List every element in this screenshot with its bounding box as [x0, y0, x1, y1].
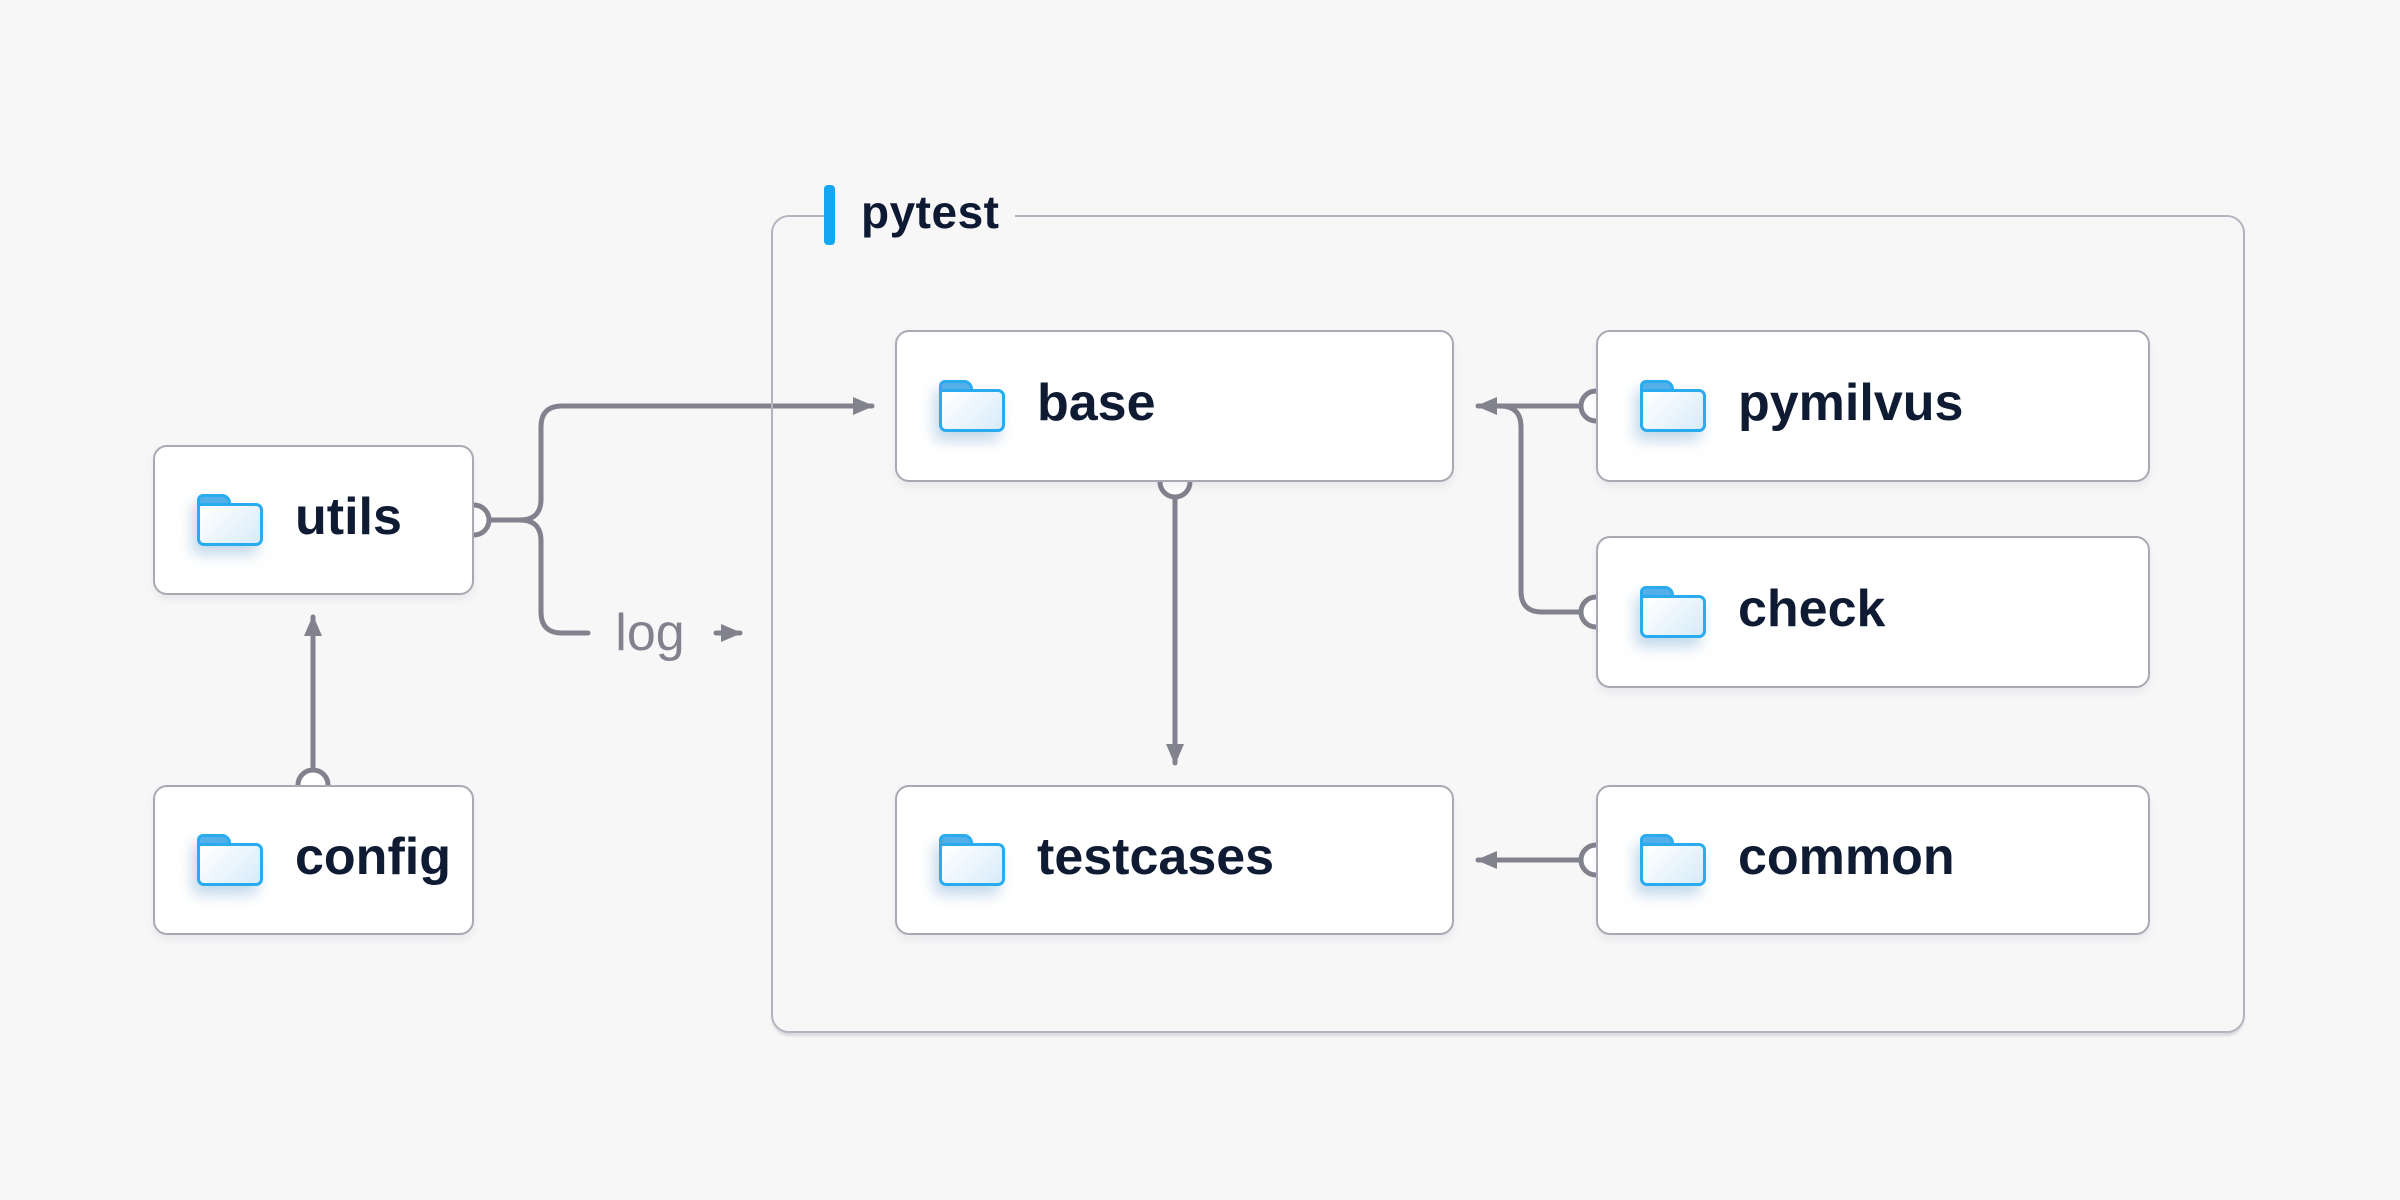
folder-icon — [939, 380, 1005, 432]
node-config: config — [153, 785, 474, 935]
pytest-group-label: pytest — [824, 183, 1016, 247]
folder-icon — [197, 494, 263, 546]
folder-icon — [1640, 380, 1706, 432]
pytest-group-title: pytest — [861, 186, 1000, 238]
node-check-label: check — [1738, 580, 1886, 638]
folder-icon — [939, 834, 1005, 886]
folder-icon — [1640, 586, 1706, 638]
pytest-group-container — [771, 215, 2245, 1033]
log-edge-label: log — [615, 604, 685, 662]
node-check: check — [1596, 536, 2150, 688]
node-common: common — [1596, 785, 2150, 935]
node-common-label: common — [1738, 828, 1955, 886]
node-base: base — [895, 330, 1454, 482]
edge-utils-log — [517, 517, 591, 636]
node-config-label: config — [295, 828, 451, 886]
node-base-label: base — [1037, 374, 1156, 432]
folder-icon — [1640, 834, 1706, 886]
node-testcases-label: testcases — [1037, 828, 1275, 886]
folder-icon — [197, 834, 263, 886]
node-testcases: testcases — [895, 785, 1454, 935]
node-pymilvus: pymilvus — [1596, 330, 2150, 482]
node-utils-label: utils — [295, 488, 402, 546]
node-pymilvus-label: pymilvus — [1738, 374, 1964, 432]
node-utils: utils — [153, 445, 474, 595]
accent-bar — [824, 185, 835, 245]
